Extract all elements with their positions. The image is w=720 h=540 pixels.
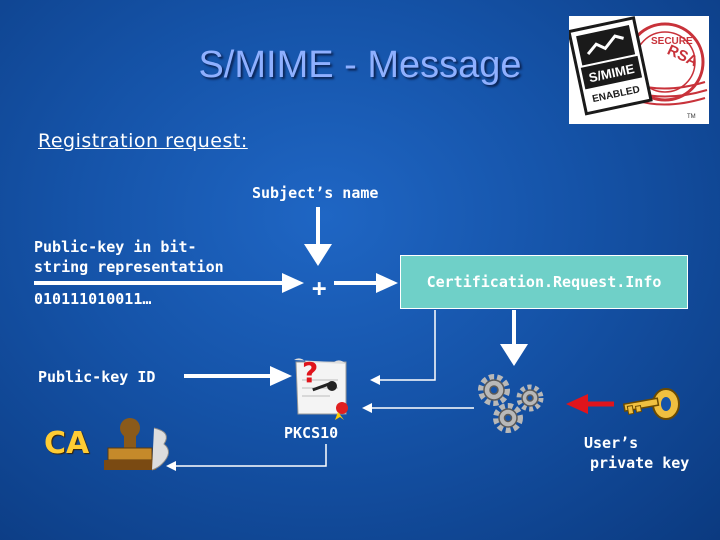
- logo-tm: TM: [687, 114, 696, 120]
- bitstring-label: 010111010011…: [34, 290, 152, 308]
- pkcs10-label: PKCS10: [284, 424, 339, 442]
- key-to-gears-arrow: [566, 394, 614, 414]
- subtitle: Registration request:: [38, 130, 248, 152]
- ca-label: CA: [44, 426, 90, 461]
- gears-icon: [478, 374, 544, 433]
- user-private-key-label-line1: User’s: [584, 434, 639, 452]
- plus-sign: +: [312, 274, 327, 302]
- key-icon: [622, 388, 680, 420]
- logo-stamp-arc-text: SECURE: [651, 36, 693, 47]
- pkcs10-to-ca-connector: [166, 444, 327, 471]
- public-key-arrow: [34, 273, 304, 293]
- certification-request-info-box: Certification.Request.Info: [400, 255, 688, 309]
- box-to-certificate-connector: [370, 310, 436, 385]
- subject-name-label: Subject’s name: [252, 184, 379, 202]
- plus-to-box-arrow: [334, 273, 398, 293]
- public-key-id-arrow: [184, 366, 292, 386]
- smime-logo: SECURE RSA S/MIME ENABLED TM: [567, 16, 709, 124]
- page-title: S/MIME - Message: [198, 44, 522, 86]
- public-key-label-line2: string representation: [34, 258, 224, 276]
- public-key-id-label: Public-key ID: [38, 368, 156, 386]
- public-key-label-line1: Public-key in bit-: [34, 238, 197, 256]
- box-down-arrow: [500, 310, 528, 366]
- rubber-stamp-icon: [104, 418, 169, 471]
- subject-down-arrow: [304, 207, 332, 266]
- certificate-scroll-icon: ?: [294, 356, 348, 420]
- svg-text:?: ?: [302, 356, 318, 389]
- user-private-key-label-line2: private key: [590, 454, 690, 472]
